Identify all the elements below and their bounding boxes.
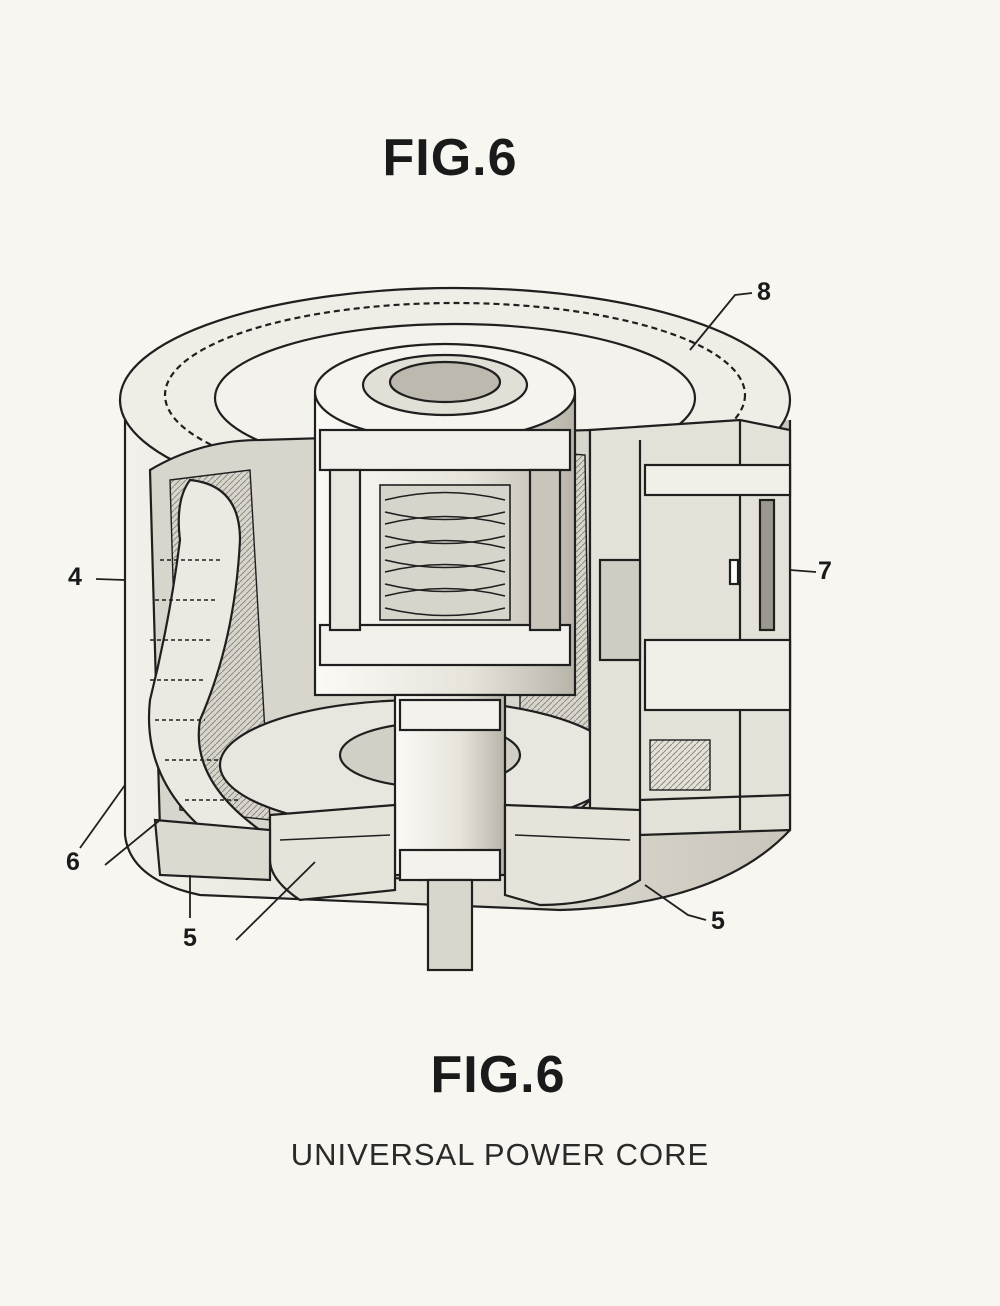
reference-numeral-8: 8 [757, 278, 771, 306]
leader-6a [79, 784, 126, 849]
leader-8 [689, 292, 753, 351]
leader-5b [235, 861, 316, 941]
leader-7 [789, 569, 817, 573]
figure-title-top: FIG.6 [382, 129, 518, 187]
reference-numeral-5-left: 5 [183, 924, 197, 952]
leader-4 [95, 578, 126, 581]
right-block-assembly [588, 418, 792, 837]
reference-numeral-6: 6 [66, 848, 80, 876]
leader-lines [79, 292, 817, 941]
reference-numeral-5-right: 5 [711, 907, 725, 935]
reference-numeral-4: 4 [68, 563, 82, 591]
central-core-column [313, 342, 577, 972]
leader-5c [644, 884, 707, 921]
reference-numeral-7: 7 [818, 557, 832, 585]
leader-6b [104, 819, 161, 866]
figure-caption: UNIVERSAL POWER CORE [290, 1137, 710, 1172]
coil-spring [379, 484, 511, 621]
figure-title-bottom: FIG.6 [430, 1046, 566, 1104]
output-shaft [426, 878, 474, 972]
